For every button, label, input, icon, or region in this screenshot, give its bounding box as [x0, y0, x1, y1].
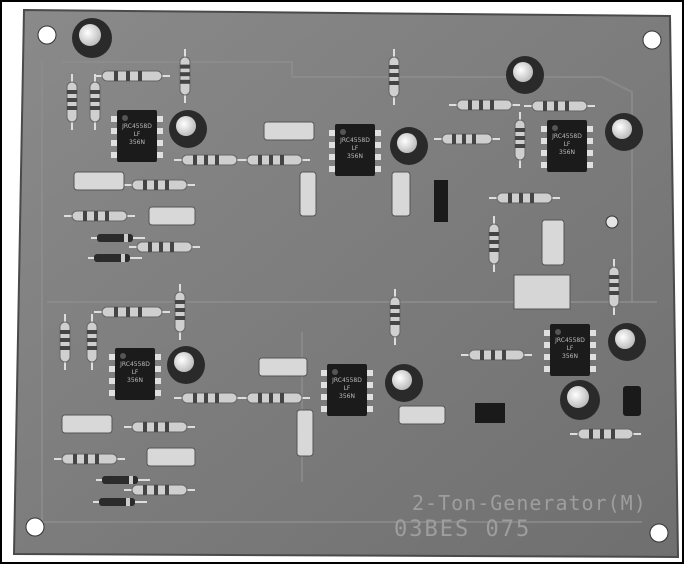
- resistor: [89, 74, 101, 130]
- ic-marking: JRC4558D: [331, 377, 362, 384]
- resistor: [124, 179, 195, 191]
- ic-marking: JRC4558D: [554, 337, 585, 344]
- resistor: [86, 314, 98, 370]
- ic-marking: LF: [132, 369, 139, 376]
- mounting-hole: [25, 517, 45, 537]
- mounting-hole: [649, 523, 669, 543]
- diode: [91, 234, 145, 242]
- ic-marking: JRC4558D: [551, 133, 582, 140]
- resistor: [174, 154, 245, 166]
- film-capacitor: [146, 447, 196, 467]
- resistor: [488, 216, 500, 272]
- resistor: [524, 100, 595, 112]
- resistor: [570, 428, 641, 440]
- resistor: [54, 453, 125, 465]
- film-capacitor: [541, 219, 565, 266]
- mounting-hole: [37, 25, 57, 45]
- film-capacitor: [61, 414, 113, 434]
- resistor: [174, 284, 186, 340]
- trimmer-potentiometer: [513, 274, 571, 310]
- resistor: [64, 210, 135, 222]
- resistor: [239, 154, 310, 166]
- resistor: [59, 314, 71, 370]
- ic-marking: 356N: [129, 139, 145, 146]
- resistor: [434, 133, 500, 145]
- film-capacitor: [73, 171, 125, 191]
- film-capacitor: [391, 171, 411, 217]
- resistor: [66, 74, 78, 130]
- diode: [96, 476, 150, 484]
- pcb-board: [12, 8, 680, 559]
- electrolytic-capacitor: [72, 18, 112, 58]
- film-capacitor: [398, 405, 446, 425]
- jumper-header: [434, 180, 448, 222]
- transistor: [623, 386, 641, 416]
- film-capacitor: [148, 206, 196, 226]
- ic-marking: 356N: [339, 393, 355, 400]
- diode: [93, 498, 147, 506]
- ic-marking: LF: [567, 345, 574, 352]
- ic-marking: JRC4558D: [119, 361, 150, 368]
- test-pin: [605, 215, 619, 229]
- film-capacitor: [263, 121, 315, 141]
- resistor: [449, 99, 520, 111]
- electrolytic-capacitor: [167, 346, 205, 384]
- resistor: [389, 289, 401, 345]
- resistor: [388, 49, 400, 105]
- ic-marking: LF: [344, 385, 351, 392]
- film-capacitor: [296, 409, 314, 457]
- resistor: [239, 392, 310, 404]
- ic-marking: JRC4558D: [121, 123, 152, 130]
- resistor: [174, 392, 245, 404]
- electrolytic-capacitor: [560, 380, 600, 420]
- resistor: [129, 241, 200, 253]
- resistor: [608, 259, 620, 315]
- electrolytic-capacitor: [605, 113, 643, 151]
- silkscreen-text-line2: 03BES 075: [394, 517, 531, 542]
- film-capacitor: [258, 357, 308, 377]
- electrolytic-capacitors: [72, 18, 646, 420]
- ic-marking: 356N: [559, 149, 575, 156]
- resistor: [461, 349, 532, 361]
- ic-marking: LF: [352, 145, 359, 152]
- ic-marking: LF: [134, 131, 141, 138]
- electrolytic-capacitor: [506, 56, 544, 94]
- resistor: [94, 70, 170, 82]
- silkscreen-text-line1: 2-Ton-Generator(M): [412, 491, 647, 515]
- resistor: [514, 112, 526, 168]
- resistor: [124, 421, 195, 433]
- jumper-header: [475, 403, 505, 423]
- ic-marking: JRC4558D: [339, 137, 370, 144]
- film-capacitor: [299, 171, 317, 217]
- ic-marking: 356N: [347, 153, 363, 160]
- mounting-hole: [642, 30, 662, 50]
- electrolytic-capacitor: [390, 127, 428, 165]
- resistor: [179, 49, 191, 103]
- ic-marking: 356N: [562, 353, 578, 360]
- electrolytic-capacitor: [385, 364, 423, 402]
- electrolytic-capacitor: [608, 323, 646, 361]
- ic-marking: LF: [564, 141, 571, 148]
- resistor: [94, 306, 170, 318]
- resistor: [489, 192, 560, 204]
- electrolytic-capacitor: [169, 110, 207, 148]
- film-capacitors: [61, 121, 565, 467]
- resistors: [54, 49, 641, 506]
- ic-marking: 356N: [127, 377, 143, 384]
- diode: [88, 254, 142, 262]
- resistor: [124, 484, 195, 496]
